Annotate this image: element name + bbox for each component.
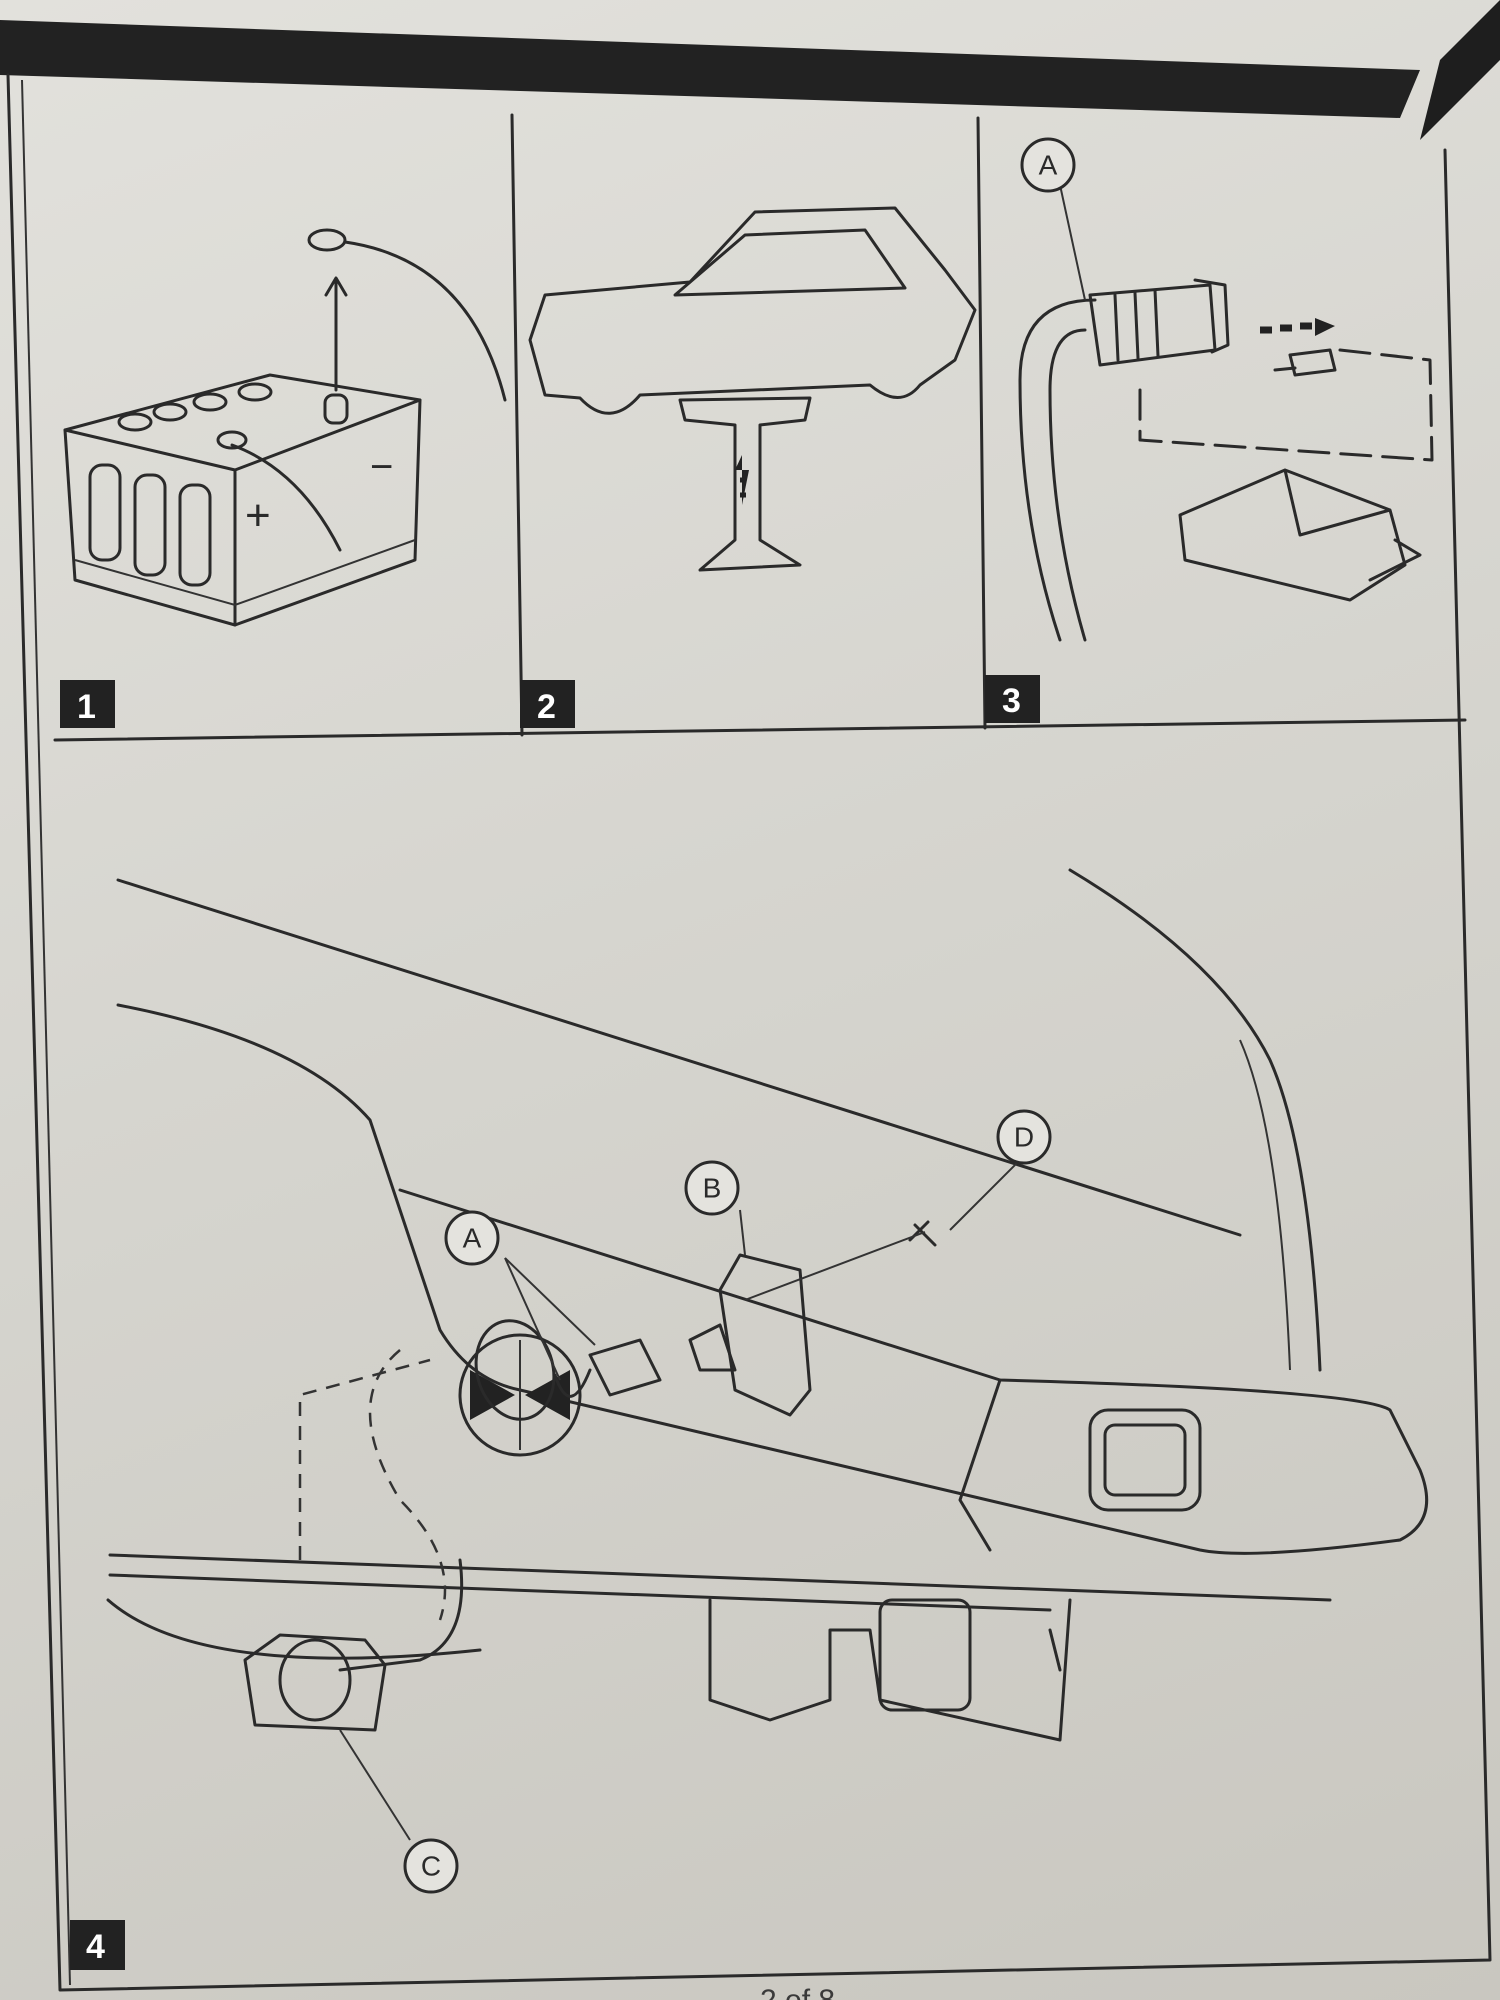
car-on-lift-illustration bbox=[528, 206, 977, 572]
page-number: 2 of 8 bbox=[760, 1984, 835, 2000]
bumper-installation-illustration bbox=[106, 868, 1429, 1841]
callout-a-panel3-label: A bbox=[1039, 150, 1058, 181]
corner-band bbox=[1420, 0, 1500, 140]
callout-d-label: D bbox=[1014, 1122, 1034, 1153]
battery-illustration: + − bbox=[63, 228, 507, 627]
top-band bbox=[0, 20, 1420, 118]
frame-inner-left bbox=[21, 79, 71, 1986]
panel-2-number: 2 bbox=[537, 688, 556, 726]
fuse-connector-illustration bbox=[1018, 184, 1434, 642]
callout-c-label: C bbox=[421, 1851, 441, 1882]
panel-1-number: 1 bbox=[77, 688, 96, 726]
callout-d bbox=[996, 1109, 1052, 1165]
plus-symbol: + bbox=[245, 491, 271, 540]
panel-3-badge bbox=[985, 675, 1040, 723]
minus-symbol: − bbox=[370, 445, 393, 489]
panel-4-number: 4 bbox=[86, 1928, 105, 1966]
callout-a-panel3 bbox=[1020, 137, 1076, 193]
panel-divider-2 bbox=[976, 116, 987, 730]
no-drill-symbol bbox=[458, 1333, 582, 1457]
callout-a-panel4-label: A bbox=[463, 1223, 482, 1254]
panel-2-badge bbox=[520, 680, 575, 728]
panel-1-badge bbox=[60, 680, 115, 728]
callout-a-panel4 bbox=[444, 1210, 500, 1266]
panel-4-badge bbox=[70, 1920, 125, 1970]
row-divider bbox=[53, 718, 1467, 742]
callout-c bbox=[403, 1838, 459, 1894]
callout-b-label: B bbox=[703, 1173, 722, 1204]
panel-3-number: 3 bbox=[1002, 682, 1021, 720]
outer-frame bbox=[6, 73, 1492, 1992]
panel-divider-1 bbox=[510, 113, 524, 737]
callout-b bbox=[684, 1160, 740, 1216]
